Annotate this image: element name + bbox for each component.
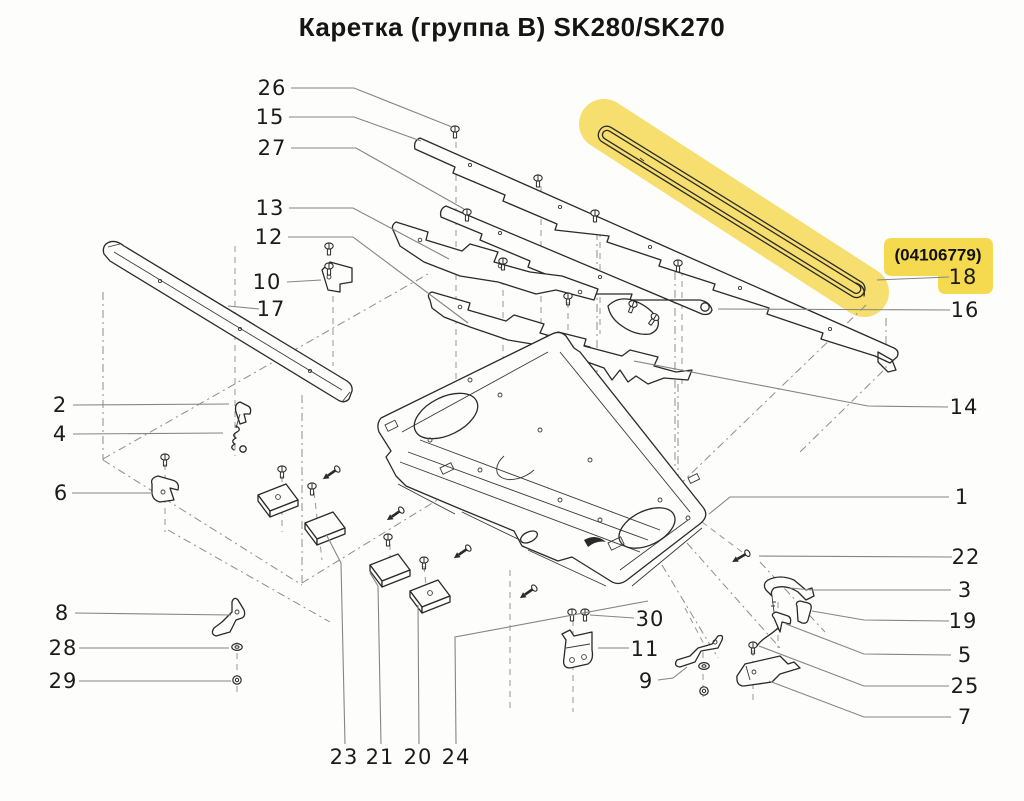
callout-label-4: 4 [53,422,67,446]
callout-label-24: 24 [442,745,471,769]
callout-label-15: 15 [256,105,285,129]
parts-layer [102,123,899,696]
part-clip-6 [150,475,180,503]
callout-label-22: 22 [952,545,981,569]
part-plate-14 [557,331,693,385]
callout-label-3: 3 [958,578,972,602]
callout-label-14: 14 [950,395,979,419]
callout-label-21: 21 [366,745,395,769]
leader-line-25 [758,645,949,687]
part-bracket-11 [561,629,594,669]
part-rail-18-highlighted[interactable] [595,123,868,300]
leader-line-19 [811,610,950,622]
callout-label-19: 19 [949,609,978,633]
leader-line-30 [589,614,635,619]
part-block-white-a [257,483,299,518]
leader-line-15 [289,116,422,142]
callout-label-6: 6 [54,481,68,505]
part-bracket-9 [674,634,724,668]
callout-label-8: 8 [55,601,69,625]
part-block-23 [304,511,346,546]
callout-label-7: 7 [958,705,972,729]
part-washer-28 [231,642,243,652]
leader-line-7 [768,680,951,718]
callout-label-25: 25 [951,674,980,698]
callout-label-9: 9 [639,669,653,693]
leader-line-8 [74,612,232,616]
leader-line-14 [633,360,949,408]
part-bar-15 [413,137,899,373]
leader-line-20 [417,604,420,745]
leader-line-18 [876,276,950,281]
part-washer-9a [698,661,710,671]
leader-line-9 [657,666,688,681]
leader-lines-layer [72,87,953,745]
highlight-part-code: (04106779) [895,246,982,265]
callout-label-23: 23 [330,745,359,769]
callout-label-13: 13 [256,196,285,220]
callout-label-10: 10 [253,270,282,294]
part-bracket-8 [211,597,246,637]
part-bar-16 [439,205,713,316]
part-nut-29 [232,675,242,685]
callout-label-27: 27 [258,136,287,160]
callout-label-5: 5 [958,643,972,667]
leader-line-13 [289,207,450,260]
callout-label-20: 20 [404,745,433,769]
leader-line-3 [789,587,951,591]
leader-line-16 [717,308,951,311]
leader-line-23 [325,533,346,745]
leader-line-26 [291,87,453,128]
part-rail-17 [102,240,353,403]
part-spring-4 [231,425,247,453]
callout-label-17: 17 [257,297,286,321]
part-block-21 [369,553,411,588]
part-latch-5 [756,611,792,647]
callout-label-29: 29 [49,669,78,693]
leader-line-1 [708,496,949,515]
callout-label-12: 12 [255,225,284,249]
callout-label-2: 2 [53,393,67,417]
callout-label-1: 1 [955,485,969,509]
leader-line-10 [286,279,322,283]
leader-line-2 [72,403,230,406]
leader-line-27 [291,147,465,210]
callout-label-28: 28 [49,636,78,660]
callout-label-18: 18 [949,265,978,289]
part-base-plate-1 [377,331,707,587]
leader-line-22 [758,555,953,558]
leader-line-21 [369,572,382,745]
leader-line-24 [454,600,649,745]
part-curved-bracket [607,298,661,335]
callout-label-30: 30 [636,607,665,631]
leader-line-4 [72,432,224,435]
part-arm-3 [763,576,815,613]
leader-line-5 [785,623,952,656]
part-nut-9b [699,686,709,696]
highlight-badge[interactable]: (04106779) [884,238,993,294]
callout-label-11: 11 [631,637,660,661]
part-latch-2 [234,401,252,429]
leader-line-12 [288,236,469,324]
leader-line-17 [227,305,260,310]
page-title: Каретка (группа В) SK280/SK270 [298,12,726,42]
part-block-20 [409,579,451,614]
callout-label-16: 16 [951,298,980,322]
part-cap-19 [795,600,812,624]
callout-label-26: 26 [258,76,287,100]
part-bracket-7 [736,655,801,687]
part-plate-13 [391,221,599,301]
